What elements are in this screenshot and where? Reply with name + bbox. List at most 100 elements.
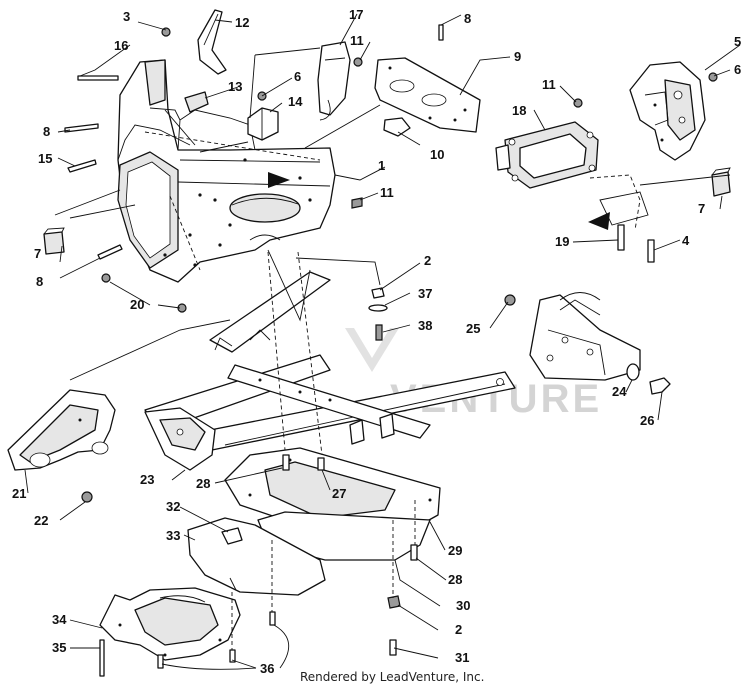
callout-18[interactable]: 18 (512, 103, 526, 118)
callout-11-top[interactable]: 11 (350, 33, 364, 48)
callout-13[interactable]: 13 (228, 79, 242, 94)
direction-arrow-front (268, 172, 290, 188)
callout-7-left[interactable]: 7 (34, 246, 41, 261)
fastener-24[interactable] (626, 363, 640, 381)
fastener-26[interactable] (649, 377, 671, 395)
callout-23[interactable]: 23 (140, 472, 154, 487)
fastener-8-top[interactable] (438, 24, 444, 41)
callout-14[interactable]: 14 (288, 94, 303, 109)
callout-21[interactable]: 21 (12, 486, 26, 501)
fastener-36-c[interactable] (269, 611, 276, 626)
fastener-35[interactable] (99, 639, 105, 677)
fastener-22[interactable] (81, 491, 93, 503)
part-side-panel[interactable] (187, 517, 326, 596)
callout-16[interactable]: 16 (114, 38, 128, 53)
part-lower-guard[interactable] (99, 587, 241, 661)
part-main-frame[interactable] (144, 271, 516, 471)
fastener-11-module[interactable] (573, 98, 583, 108)
part-rubber-block-right[interactable] (711, 167, 731, 197)
callout-19[interactable]: 19 (555, 234, 569, 249)
fastener-28-a[interactable] (282, 454, 290, 471)
fastener-3[interactable] (161, 27, 171, 37)
part-intake-duct[interactable] (7, 389, 116, 471)
fastener-36-b[interactable] (229, 649, 236, 663)
fastener-6-right[interactable] (708, 72, 718, 82)
fastener-8-left[interactable] (64, 123, 99, 133)
callout-6-left[interactable]: 6 (294, 69, 301, 84)
callout-22[interactable]: 22 (34, 513, 48, 528)
part-plate-bracket[interactable] (383, 117, 411, 137)
callout-15[interactable]: 15 (38, 151, 52, 166)
callout-8-left[interactable]: 8 (43, 124, 50, 139)
fastener-4[interactable] (647, 239, 655, 263)
callout-7-right[interactable]: 7 (698, 201, 705, 216)
callout-8-lower[interactable]: 8 (36, 274, 43, 289)
callout-26[interactable]: 26 (640, 413, 654, 428)
part-rubber-block-left[interactable] (43, 227, 65, 255)
part-strip[interactable] (184, 91, 209, 113)
callout-17[interactable]: 17 (349, 7, 363, 22)
callout-28-lower[interactable]: 28 (448, 572, 462, 587)
part-front-bulkhead[interactable] (117, 59, 336, 283)
callout-6-right[interactable]: 6 (734, 62, 741, 77)
callout-1[interactable]: 1 (378, 158, 385, 173)
part-right-bracket-assembly[interactable] (629, 61, 706, 161)
callout-30[interactable]: 30 (456, 598, 470, 613)
callout-32[interactable]: 32 (166, 499, 180, 514)
callout-5[interactable]: 5 (734, 34, 741, 49)
fastener-15[interactable] (67, 159, 97, 173)
callout-24[interactable]: 24 (612, 384, 627, 399)
callout-11-mid[interactable]: 11 (380, 185, 394, 200)
callout-27[interactable]: 27 (332, 486, 346, 501)
callout-2-upper[interactable]: 2 (424, 253, 431, 268)
watermark-logo-icon (345, 328, 399, 372)
part-small-clip[interactable] (221, 527, 243, 545)
callout-3[interactable]: 3 (123, 9, 130, 24)
callout-4[interactable]: 4 (682, 233, 690, 248)
callout-25[interactable]: 25 (466, 321, 480, 336)
callout-29[interactable]: 29 (448, 543, 462, 558)
fastener-36-a[interactable] (157, 654, 164, 669)
callout-31[interactable]: 31 (455, 650, 469, 665)
part-clip-bracket[interactable] (247, 107, 279, 141)
fastener-16[interactable] (77, 75, 119, 81)
fastener-31[interactable] (389, 639, 397, 656)
part-upper-bracket[interactable] (197, 9, 227, 75)
callout-33[interactable]: 33 (166, 528, 180, 543)
callout-12[interactable]: 12 (235, 15, 249, 30)
callout-11-module[interactable]: 11 (542, 77, 556, 92)
fastener-20-a[interactable] (101, 273, 111, 283)
callout-34[interactable]: 34 (52, 612, 67, 627)
leader-lines (24, 13, 741, 670)
callout-2-lower[interactable]: 2 (455, 622, 462, 637)
part-control-module[interactable] (495, 121, 599, 189)
fastener-2-top[interactable] (371, 287, 385, 299)
direction-arrow-module (588, 212, 610, 230)
fastener-38[interactable] (375, 324, 383, 341)
part-top-plate[interactable] (374, 57, 481, 133)
part-vertical-bracket[interactable] (317, 41, 351, 121)
callout-20[interactable]: 20 (130, 297, 144, 312)
fastener-11-mid[interactable] (351, 197, 363, 209)
callout-35[interactable]: 35 (52, 640, 66, 655)
fastener-28-b[interactable] (410, 544, 418, 561)
dashed-assembly-lines (144, 131, 416, 650)
callout-28-upper[interactable]: 28 (196, 476, 210, 491)
fasteners (64, 24, 718, 677)
fastener-2-bottom[interactable] (387, 595, 401, 609)
render-credit: Rendered by LeadVenture, Inc. (300, 670, 484, 684)
part-rear-mount-bracket[interactable] (529, 292, 641, 381)
fastener-27[interactable] (317, 457, 325, 471)
fastener-37[interactable] (368, 304, 388, 312)
fastener-19[interactable] (617, 224, 625, 251)
callout-10[interactable]: 10 (430, 147, 444, 162)
callout-9[interactable]: 9 (514, 49, 521, 64)
callout-36[interactable]: 36 (260, 661, 274, 676)
fastener-8-lower[interactable] (97, 244, 123, 260)
callout-labels: 1 2 2 3 4 5 6 6 7 7 8 8 8 9 10 11 11 11 … (12, 7, 741, 676)
callout-8-top[interactable]: 8 (464, 11, 471, 26)
callout-37[interactable]: 37 (418, 286, 432, 301)
callout-38[interactable]: 38 (418, 318, 432, 333)
